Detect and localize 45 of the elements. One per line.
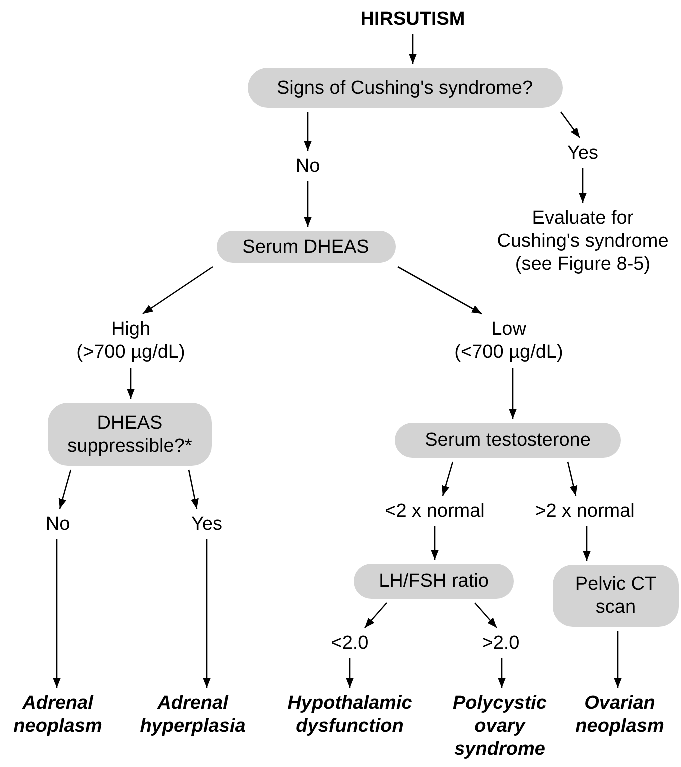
- arrow: [579, 168, 587, 203]
- branch-label: Low (<700 µg/dL): [434, 318, 584, 364]
- arrow: [364, 602, 388, 628]
- arrow: [304, 112, 312, 151]
- outcome-text: Ovarian neoplasm: [560, 692, 680, 738]
- branch-label: >2.0: [476, 632, 526, 654]
- arrow: [560, 112, 581, 138]
- arrow: [398, 266, 482, 315]
- arrow: [474, 602, 498, 628]
- process-box: Serum testosterone: [395, 423, 621, 458]
- outcome-text: Polycystic ovary syndrome: [445, 692, 555, 761]
- outcome-text: Adrenal hyperplasia: [128, 692, 258, 738]
- arrow: [442, 462, 454, 496]
- arrow: [203, 539, 211, 688]
- branch-label: <2.0: [325, 632, 375, 654]
- branch-label: <2 x normal: [375, 500, 495, 522]
- arrow: [498, 658, 506, 688]
- arrow: [142, 266, 214, 315]
- arrow: [188, 470, 199, 510]
- outcome-text: Hypothalamic dysfunction: [275, 692, 425, 738]
- arrow: [614, 631, 622, 688]
- title-text: HIRSUTISM: [348, 8, 478, 30]
- branch-label: High (>700 µg/dL): [56, 318, 206, 364]
- branch-label: No: [288, 155, 328, 177]
- arrow: [583, 526, 591, 561]
- branch-label: No: [38, 513, 78, 535]
- arrow: [127, 368, 135, 399]
- branch-label: Yes: [558, 142, 608, 164]
- process-box: Pelvic CT scan: [553, 565, 679, 627]
- arrow: [58, 470, 72, 510]
- arrow: [509, 368, 517, 419]
- process-box: Signs of Cushing's syndrome?: [248, 68, 562, 108]
- branch-label: >2 x normal: [525, 500, 645, 522]
- arrow: [409, 34, 417, 64]
- branch-label: Evaluate for Cushing's syndrome (see Figure 8-5): [493, 207, 673, 276]
- process-box: DHEAS suppressible?*: [48, 403, 212, 466]
- process-box: LH/FSH ratio: [354, 564, 514, 599]
- arrow: [53, 539, 61, 688]
- arrow: [304, 181, 312, 227]
- process-box: Serum DHEAS: [216, 231, 396, 263]
- arrow: [431, 526, 439, 560]
- arrow: [346, 658, 354, 688]
- branch-label: Yes: [185, 513, 229, 535]
- arrow: [567, 462, 578, 496]
- outcome-text: Adrenal neoplasm: [3, 692, 113, 738]
